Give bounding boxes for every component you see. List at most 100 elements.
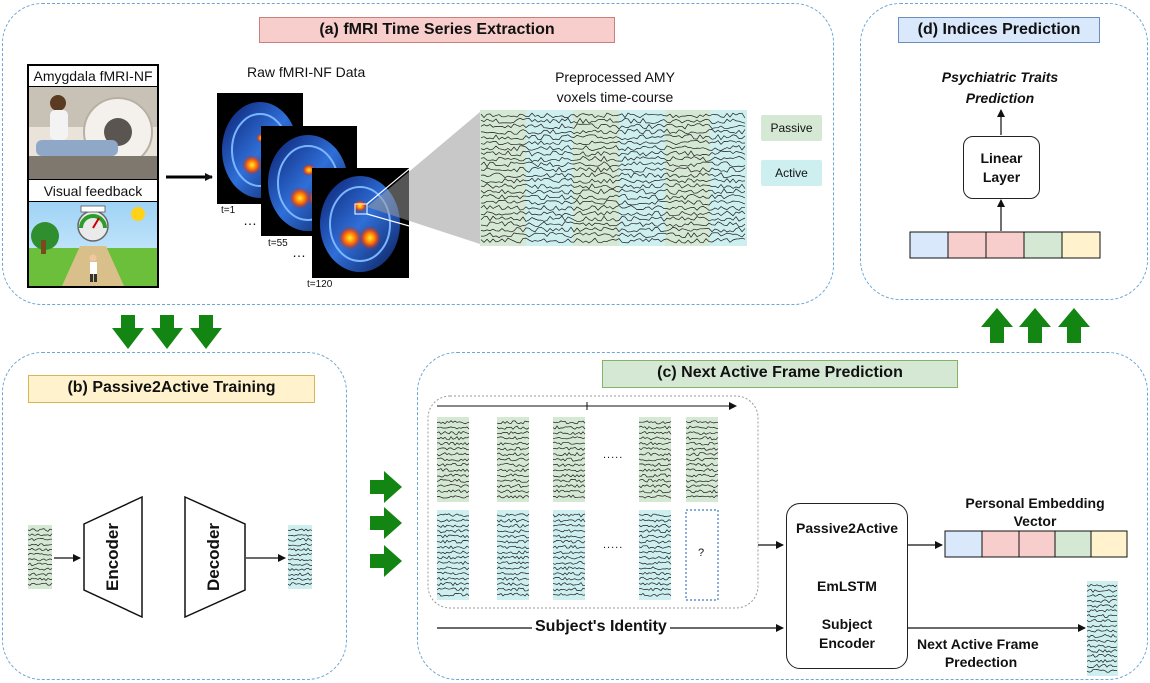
passive-frame-trace xyxy=(638,473,672,478)
active-frame-trace xyxy=(496,540,530,544)
input-trace xyxy=(27,582,53,586)
active-frame-trace xyxy=(552,576,586,581)
passive-frame-trace xyxy=(496,436,530,440)
active-frame-trace xyxy=(436,524,470,528)
active-frame-trace xyxy=(552,582,585,587)
passive-frame-trace xyxy=(496,425,530,430)
predicted-trace xyxy=(1086,609,1118,613)
photo-column xyxy=(27,64,159,288)
passive-frame-trace xyxy=(496,431,530,436)
green-up-arrows xyxy=(981,308,1090,343)
active-frame xyxy=(553,510,585,600)
active-frame-trace xyxy=(552,566,586,571)
predicted-trace xyxy=(1086,594,1118,598)
timecourse-trace xyxy=(480,112,746,119)
passive-frame-trace xyxy=(552,489,586,494)
passive-frame-trace xyxy=(638,447,672,451)
active-frame-trace xyxy=(638,529,672,533)
decoder-label: Decoder xyxy=(204,522,223,592)
active-frame-trace xyxy=(638,550,672,555)
active-frame-trace xyxy=(496,545,530,549)
predicted-trace xyxy=(1086,619,1118,623)
output-trace xyxy=(287,542,313,547)
timecourse-trace xyxy=(480,215,746,222)
passive-frame-trace xyxy=(496,457,530,462)
timecourse-trace xyxy=(480,226,746,233)
active-frame-trace xyxy=(436,539,470,544)
passive-frame-trace xyxy=(552,425,586,430)
passive-frame-trace xyxy=(638,420,672,425)
active-frame-trace xyxy=(638,545,672,549)
slice-label-t120: t=120 xyxy=(307,279,333,290)
active-frame-trace xyxy=(496,534,530,539)
active-frame-trace xyxy=(496,513,530,517)
active-frame-trace xyxy=(436,534,470,539)
passive-frame-trace xyxy=(436,468,470,472)
active-frame-trace xyxy=(552,513,586,518)
passive-frame-trace xyxy=(552,420,586,425)
active-frame-trace xyxy=(436,555,470,560)
input-trace xyxy=(27,577,53,581)
passive-frame xyxy=(553,417,585,502)
passive-frame-trace xyxy=(638,457,672,462)
passive-frame-trace xyxy=(638,478,672,483)
passive-frame-trace xyxy=(685,457,719,462)
active-frame-trace xyxy=(638,539,672,544)
predicted-trace xyxy=(1086,633,1118,638)
passive-frame-trace xyxy=(638,489,672,494)
active-frame xyxy=(497,510,529,600)
active-frame-trace xyxy=(552,587,586,592)
active-frame-trace xyxy=(436,576,469,581)
input-trace xyxy=(27,533,53,537)
predicted-trace xyxy=(1086,669,1118,673)
timecourse-trace xyxy=(480,177,746,184)
active-frame-trace xyxy=(436,571,470,576)
active-frame-trace xyxy=(496,576,530,581)
predicted-trace xyxy=(1086,629,1118,633)
output-trace xyxy=(287,577,313,581)
active-frame-trace xyxy=(436,513,469,517)
neurofeedback-game-screen xyxy=(29,202,157,286)
timecourse-trace xyxy=(480,204,745,211)
passive-frame-trace xyxy=(496,452,530,456)
panel-c-title: (c) Next Active Frame Prediction xyxy=(602,360,958,388)
panel-b-title: (b) Passive2Active Training xyxy=(28,375,315,403)
passive-frame-trace xyxy=(552,484,586,488)
ellipsis-2: … xyxy=(292,244,306,260)
predicted-trace xyxy=(1086,643,1118,648)
passive-frame-trace xyxy=(496,420,530,425)
active-frame-trace xyxy=(638,534,672,539)
active-frame-trace xyxy=(638,571,672,576)
active-frame-trace xyxy=(496,566,530,570)
timecourse-trace xyxy=(480,155,746,162)
active-frame-trace xyxy=(552,544,586,549)
passive-frame-trace xyxy=(436,457,470,462)
slice-label-t1: t=1 xyxy=(221,205,236,216)
timecourse-label-2: voxels time-course xyxy=(556,89,674,105)
active-frame-trace xyxy=(436,582,470,587)
psychiatric-traits-label-2: Prediction xyxy=(965,90,1035,106)
active-frame-trace xyxy=(552,571,586,576)
next-frame-label-2: Predection xyxy=(944,654,1018,670)
ellipsis-1: … xyxy=(243,212,257,228)
timecourse-trace xyxy=(480,188,746,195)
predicted-trace xyxy=(1086,624,1118,628)
active-frame-trace xyxy=(638,555,672,560)
active-frame-trace xyxy=(552,529,586,533)
model-encoder: Encoder xyxy=(818,635,875,651)
passive-frame-trace xyxy=(496,446,530,451)
passive-frame-trace xyxy=(552,469,586,473)
active-frame-trace xyxy=(552,592,586,596)
timecourse-trace xyxy=(480,134,746,141)
active-frame-trace xyxy=(552,561,586,565)
active-frame-trace xyxy=(552,555,586,560)
active-frame-trace xyxy=(496,518,530,523)
passive-frame-trace xyxy=(552,473,586,478)
passive-frame-trace xyxy=(685,452,719,456)
passive-frame-trace xyxy=(552,478,586,483)
active-frame-trace xyxy=(496,572,530,576)
output-trace xyxy=(287,552,313,557)
sequence-container xyxy=(427,395,759,609)
predicted-trace xyxy=(1086,614,1118,618)
passive-frame-trace xyxy=(436,426,470,430)
